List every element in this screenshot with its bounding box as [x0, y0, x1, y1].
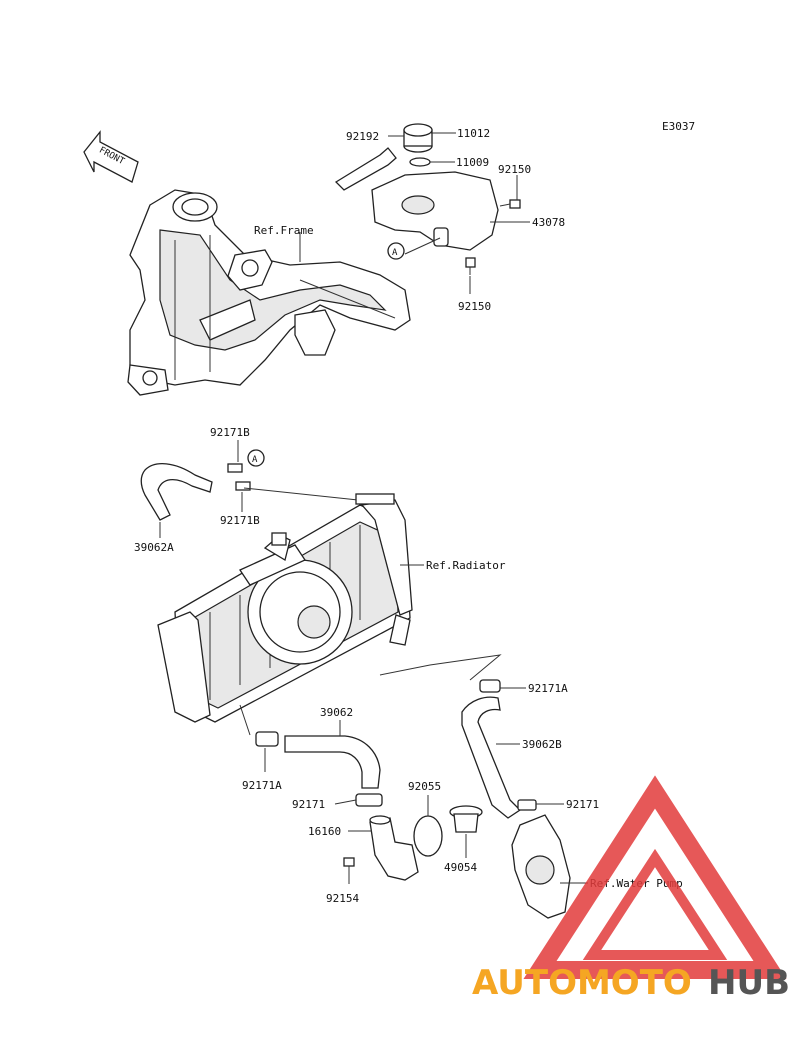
part-number-92171a-right: 92171A: [528, 682, 568, 695]
bolt-icon: [465, 257, 476, 275]
part-number-11009: 11009: [456, 156, 489, 169]
part-number-92192: 92192: [346, 130, 379, 143]
clamp-icon: [235, 481, 251, 491]
hose-39062-icon: [284, 735, 381, 789]
part-number-92150-bottom: 92150: [458, 300, 491, 313]
breather-hose-icon: [334, 147, 397, 191]
watermark-text-automoto: AUTOMOTO: [472, 963, 692, 1003]
marker-a-top: A: [392, 248, 398, 258]
part-number-92171-left: 92171: [292, 798, 325, 811]
watermark-logo: [523, 775, 787, 979]
ref-radiator-label: Ref.Radiator: [426, 559, 506, 572]
watermark-text-hub: HUB: [708, 963, 790, 1003]
clamp-icon: [479, 679, 501, 693]
part-number-92171b-top: 92171B: [210, 426, 250, 439]
part-number-92171a-left: 92171A: [242, 779, 282, 792]
water-pump-illustration: [511, 814, 571, 919]
part-number-39062a: 39062A: [134, 541, 174, 554]
part-number-39062b: 39062B: [522, 738, 562, 751]
clamp-icon: [227, 463, 243, 473]
part-number-16160: 16160: [308, 825, 341, 838]
part-number-11012: 11012: [457, 127, 490, 140]
thermostat-icon: [449, 805, 483, 833]
part-number-92150-top: 92150: [498, 163, 531, 176]
reservoir-tank: [371, 171, 499, 251]
hose-39062a-icon: [140, 463, 213, 521]
marker-a-circle: [387, 242, 405, 260]
ref-frame-label: Ref.Frame: [254, 224, 314, 237]
part-number-49054: 49054: [444, 861, 477, 874]
marker-a-lower: A: [252, 455, 258, 465]
diagram-code: E3037: [662, 120, 695, 133]
part-number-92055: 92055: [408, 780, 441, 793]
hose-39062b-icon: [461, 696, 522, 819]
part-number-92154: 92154: [326, 892, 359, 905]
bolt-icon: [343, 857, 355, 884]
reservoir-cap-icon: [403, 123, 433, 153]
clamp-icon: [355, 793, 383, 807]
part-number-92171-right: 92171: [566, 798, 599, 811]
thermostat-cover-icon: [369, 815, 419, 881]
o-ring-icon: [409, 157, 431, 167]
part-number-39062: 39062: [320, 706, 353, 719]
frame-illustration: [127, 189, 411, 396]
marker-a-circle: [247, 449, 265, 467]
part-number-43078: 43078: [532, 216, 565, 229]
o-ring-92055-icon: [413, 815, 443, 857]
bolt-icon: [499, 199, 521, 209]
radiator-illustration: [157, 493, 413, 723]
clamp-icon: [255, 731, 279, 747]
clamp-icon: [517, 799, 537, 811]
part-number-92171b-bottom: 92171B: [220, 514, 260, 527]
front-arrow-icon: FRONT: [83, 130, 139, 183]
